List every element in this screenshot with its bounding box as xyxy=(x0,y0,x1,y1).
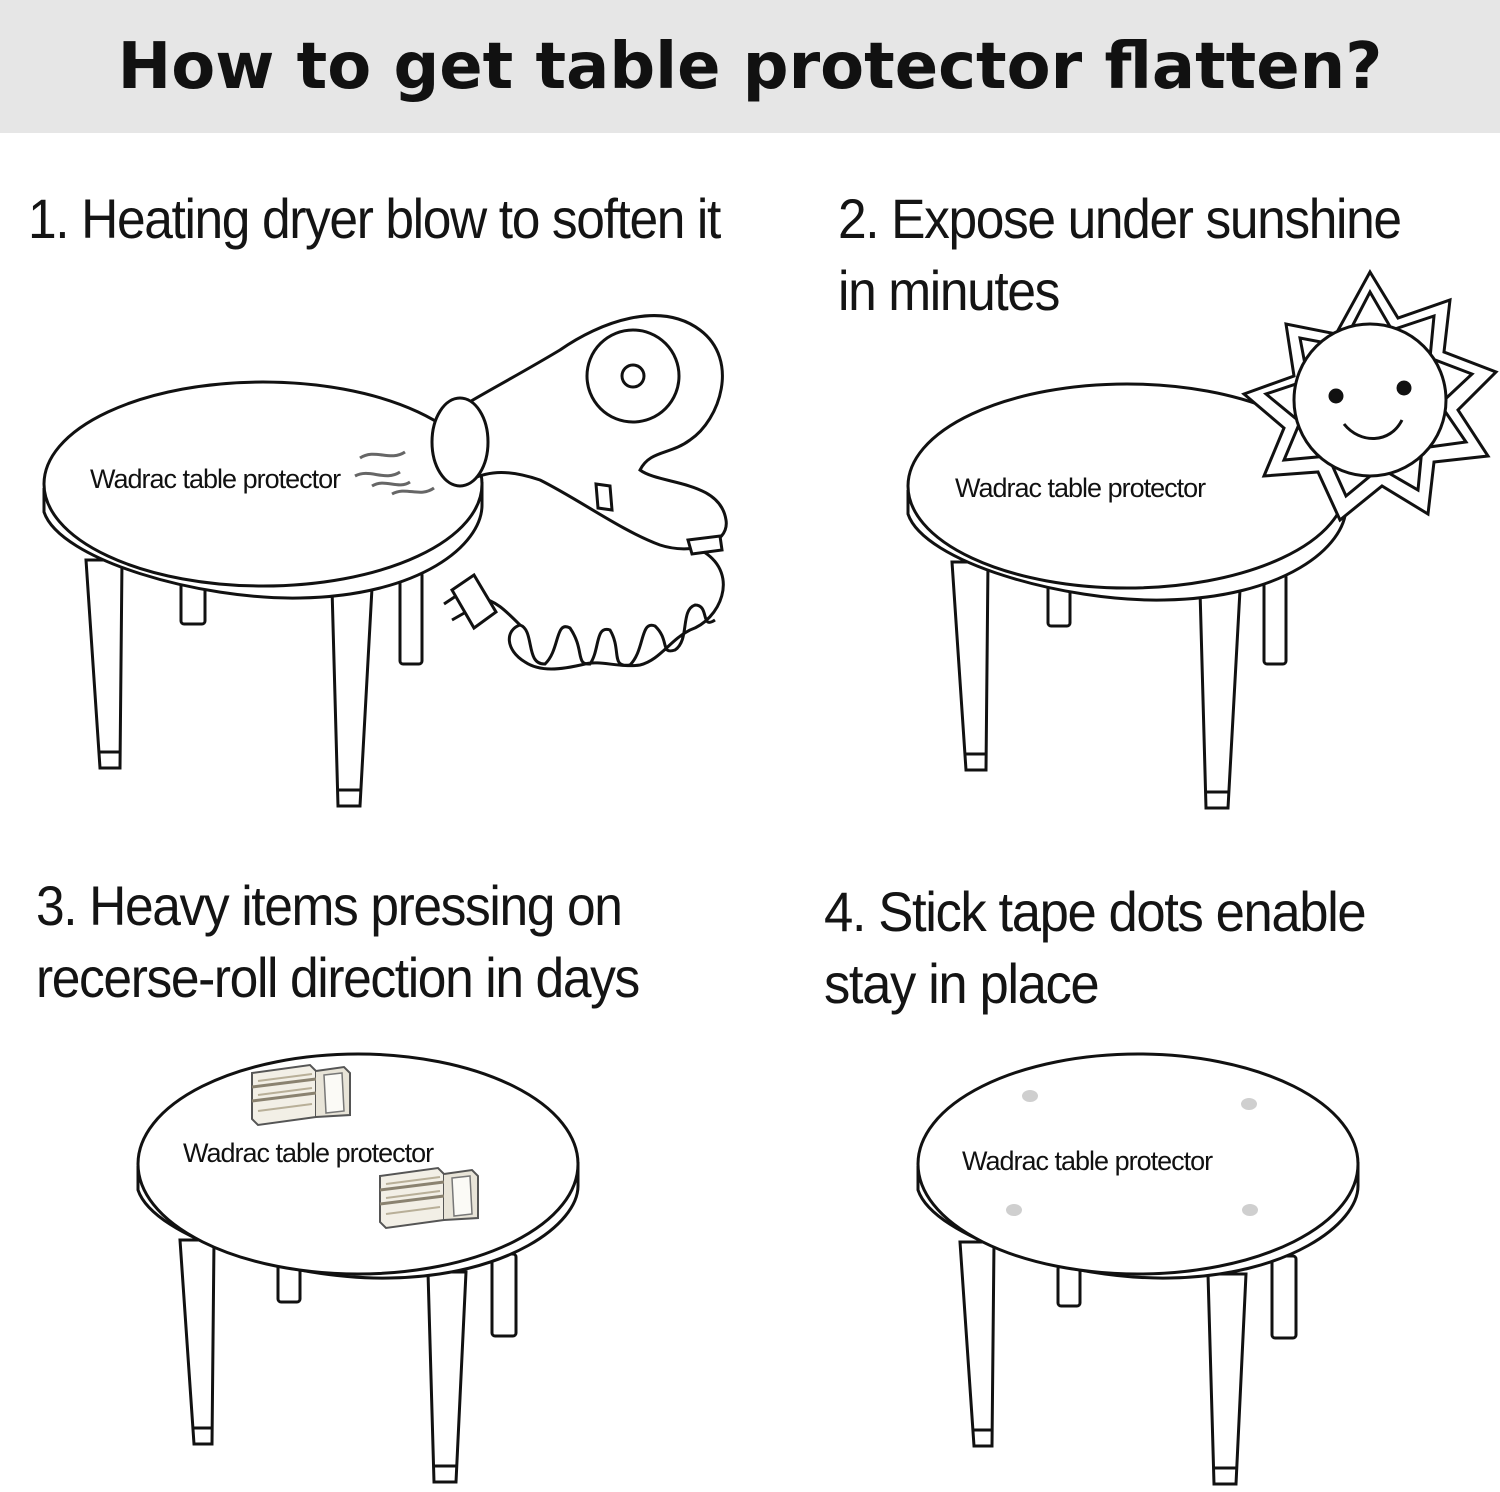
page-header: How to get table protector flatten? xyxy=(0,0,1500,133)
step-3-title: 3. Heavy items pressing on recerse-roll … xyxy=(36,870,640,1014)
step-1-title: 1. Heating dryer blow to soften it xyxy=(28,183,721,255)
table-3-illustration: Wadrac table protector xyxy=(136,1052,580,1484)
table-3-label: Wadrac table protector xyxy=(183,1138,434,1168)
table-4-label: Wadrac table protector xyxy=(962,1146,1213,1176)
step-3-title-line-2: recerse-roll direction in days xyxy=(36,946,640,1009)
step-4-title-line-1: 4. Stick tape dots enable xyxy=(824,880,1367,943)
step-3-title-line-1: 3. Heavy items pressing on xyxy=(36,874,623,937)
step-2-title: 2. Expose under sunshine in minutes xyxy=(838,183,1402,327)
table-1-label: Wadrac table protector xyxy=(90,464,341,494)
step-4-title-line-2: stay in place xyxy=(824,952,1100,1015)
table-4-illustration: Wadrac table protector xyxy=(916,1052,1360,1486)
page-title: How to get table protector flatten? xyxy=(117,29,1383,104)
step-1-title-line-1: 1. Heating dryer blow to soften it xyxy=(28,187,721,250)
hair-dryer-icon xyxy=(354,314,728,671)
step-2-title-line-1: 2. Expose under sunshine xyxy=(838,187,1402,250)
step-4-title: 4. Stick tape dots enable stay in place xyxy=(824,876,1367,1020)
sun-icon xyxy=(1241,269,1499,523)
table-2-label: Wadrac table protector xyxy=(955,473,1206,503)
tape-dots-icon xyxy=(1006,1090,1258,1216)
table-1-illustration: Wadrac table protector xyxy=(42,380,484,808)
step-2-title-line-2: in minutes xyxy=(838,259,1060,322)
